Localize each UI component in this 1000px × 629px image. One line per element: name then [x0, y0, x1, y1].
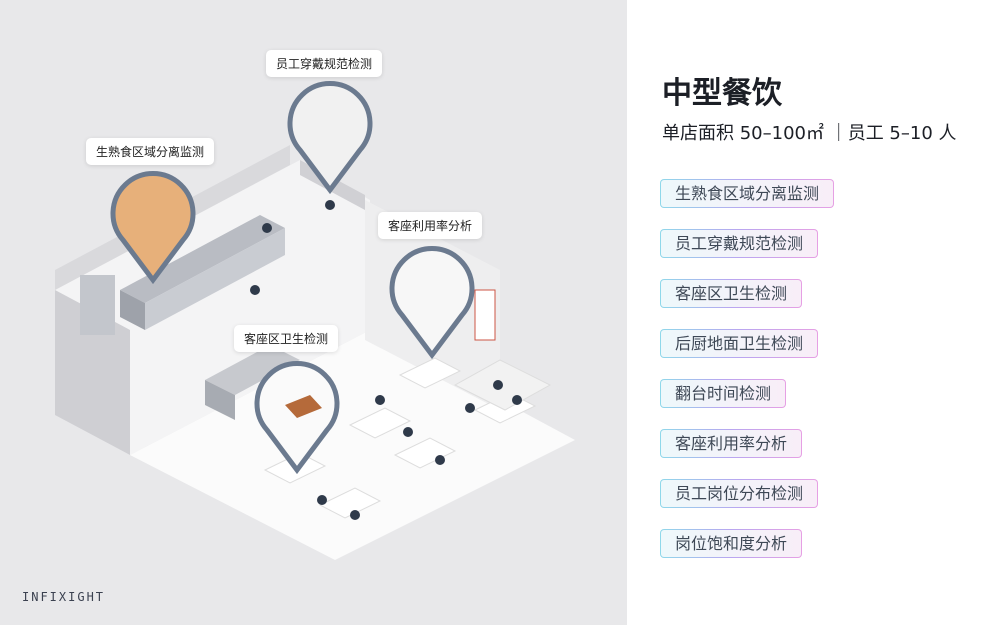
map-pin-3: [389, 246, 475, 360]
info-panel: 中型餐饮 单店面积 50–100㎡ ｜员工 5–10 人 生熟食区域分离监测 员…: [627, 0, 1000, 625]
callout-food-separation: 生熟食区域分离监测: [86, 138, 215, 165]
feature-tag: 岗位饱和度分析: [660, 529, 802, 558]
feature-tag: 后厨地面卫生检测: [660, 329, 818, 358]
feature-tag: 客座利用率分析: [660, 429, 802, 458]
callout-seat-hygiene: 客座区卫生检测: [234, 325, 339, 352]
brand-logo: INFIXIGHT: [22, 590, 106, 604]
map-pin-2: [110, 171, 196, 285]
feature-tag: 生熟食区域分离监测: [660, 179, 834, 208]
feature-tag: 员工穿戴规范检测: [660, 229, 818, 258]
illustration-panel: 员工穿戴规范检测 生熟食区域分离监测 客座利用率分析 客座区卫生检测 INFIX…: [0, 0, 627, 625]
feature-tag: 客座区卫生检测: [660, 279, 802, 308]
callout-uniform: 员工穿戴规范检测: [266, 50, 383, 77]
feature-tag: 翻台时间检测: [660, 379, 786, 408]
callout-seat-utilization: 客座利用率分析: [378, 212, 483, 239]
map-pin-1: [287, 81, 373, 195]
page-title: 中型餐饮: [662, 76, 782, 111]
kitchen-floor: [55, 160, 370, 455]
page-subtitle: 单店面积 50–100㎡ ｜员工 5–10 人: [662, 123, 957, 144]
feature-tag: 员工岗位分布检测: [660, 479, 818, 508]
restaurant-isometric-illustration: [55, 81, 575, 560]
